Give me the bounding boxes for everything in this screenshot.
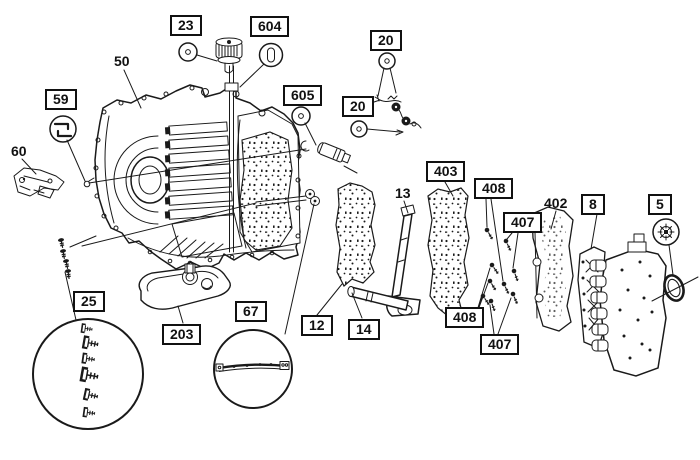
symbol-20-upper bbox=[378, 52, 396, 70]
callout-12: 12 bbox=[301, 315, 333, 336]
symbol-605 bbox=[291, 106, 311, 126]
callout-23: 23 bbox=[170, 15, 202, 36]
symbol-59 bbox=[49, 115, 77, 143]
callout-25: 25 bbox=[73, 291, 105, 312]
mount-bracket bbox=[13, 167, 65, 199]
symbol-20-lower bbox=[350, 120, 368, 138]
callout-20-upper: 20 bbox=[370, 30, 402, 51]
callout-5: 5 bbox=[648, 194, 672, 215]
control-valve-body bbox=[589, 233, 667, 377]
callout-59: 59 bbox=[45, 89, 77, 110]
shift-linkage bbox=[373, 94, 422, 136]
callout-60: 60 bbox=[11, 143, 27, 159]
transmission-case bbox=[93, 65, 302, 270]
symbol-5 bbox=[652, 218, 680, 246]
callout-203: 203 bbox=[162, 324, 202, 345]
callout-605: 605 bbox=[283, 85, 323, 106]
callout-8: 8 bbox=[581, 194, 605, 215]
callout-403: 403 bbox=[426, 161, 466, 182]
pressure-switch bbox=[300, 140, 351, 164]
callout-604: 604 bbox=[250, 16, 290, 37]
callout-67: 67 bbox=[235, 301, 267, 322]
valve-body-bolts bbox=[478, 226, 523, 312]
callout-50: 50 bbox=[114, 53, 130, 69]
callout-20-lower: 20 bbox=[342, 96, 374, 117]
magnifier-25 bbox=[32, 318, 144, 430]
callout-407-lower: 407 bbox=[480, 334, 520, 355]
magnifier-67 bbox=[213, 329, 293, 409]
callout-408-lower: 408 bbox=[445, 307, 485, 328]
callout-402: 402 bbox=[544, 195, 568, 211]
fluid-fill-cap bbox=[215, 37, 243, 74]
callout-13: 13 bbox=[395, 185, 411, 201]
case-through-bolts bbox=[255, 189, 320, 207]
callout-14: 14 bbox=[348, 319, 380, 340]
symbol-604 bbox=[258, 42, 284, 68]
callout-407-upper: 407 bbox=[503, 212, 543, 233]
symbol-23 bbox=[178, 42, 198, 62]
oil-filter bbox=[138, 263, 231, 310]
callout-408-upper: 408 bbox=[474, 178, 514, 199]
spacer-plate-402 bbox=[531, 206, 574, 332]
output-seal bbox=[651, 274, 699, 302]
retainer-pin bbox=[83, 177, 95, 188]
